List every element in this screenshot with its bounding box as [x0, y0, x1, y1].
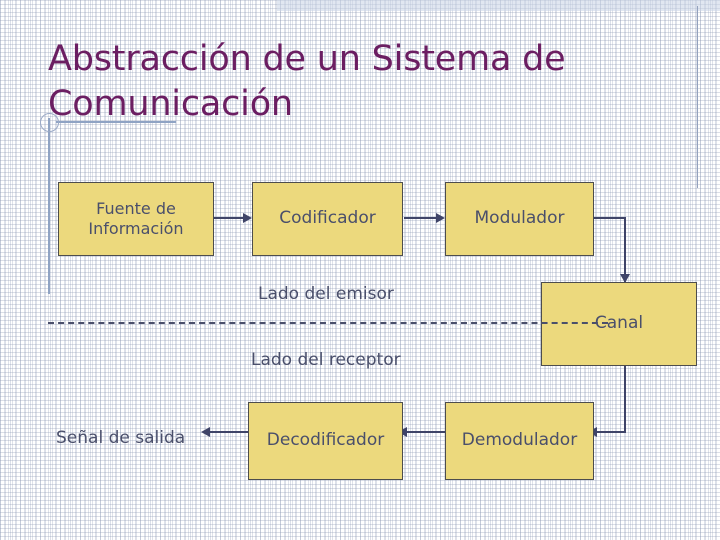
label-senal-de-salida: Señal de salida	[56, 428, 186, 448]
diagram-box-codificador[interactable]: Codificador	[252, 182, 403, 256]
right-rule-decoration	[697, 6, 698, 188]
diagram-box-modulador[interactable]: Modulador	[445, 182, 594, 256]
diagram-box-fuente[interactable]: Fuente de Información	[58, 182, 214, 256]
connector-canal-to-demodulador-horizontal	[596, 431, 626, 433]
connector-canal-to-demodulador-vertical	[624, 366, 626, 432]
emisor-receptor-divider	[48, 322, 608, 324]
diagram-box-canal[interactable]: Canal	[541, 282, 697, 366]
connector-codificador-to-modulador	[404, 217, 443, 219]
arrowhead-left-icon	[201, 427, 210, 437]
arrowhead-down-icon	[620, 274, 630, 283]
left-rule-decoration	[48, 118, 50, 294]
title-underline-decoration	[56, 121, 176, 123]
arrowhead-right-icon	[243, 213, 252, 223]
label-lado-del-emisor: Lado del emisor	[258, 284, 394, 304]
connector-demodulador-to-decodificador	[405, 431, 445, 433]
label-lado-del-receptor: Lado del receptor	[251, 350, 401, 370]
connector-fuente-to-codificador	[214, 217, 250, 219]
connector-decodificador-to-salida	[208, 431, 248, 433]
top-decorative-band	[277, 0, 720, 11]
diagram-box-decodificador[interactable]: Decodificador	[248, 402, 403, 480]
page-title: Abstracción de un Sistema de Comunicació…	[48, 39, 566, 125]
diagram-box-demodulador[interactable]: Demodulador	[445, 402, 594, 480]
connector-modulador-to-canal-horizontal	[594, 217, 626, 219]
circle-decoration-icon	[40, 113, 59, 132]
connector-modulador-to-canal-vertical	[624, 217, 626, 282]
arrowhead-right-icon	[436, 213, 445, 223]
